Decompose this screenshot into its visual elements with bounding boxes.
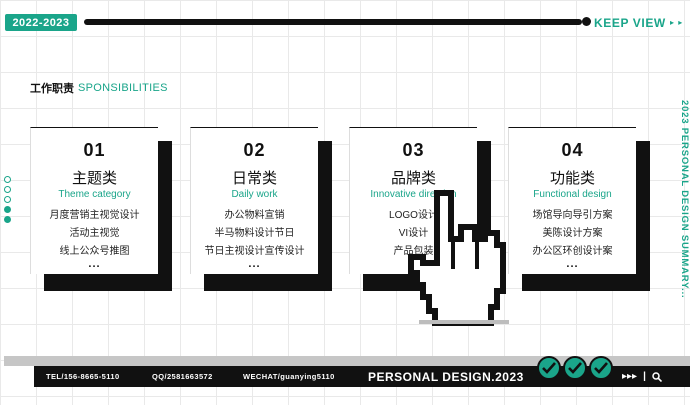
card-functional[interactable]: 04 功能类 Functional design 场馆导向导引方案 美陈设计方案…: [508, 127, 650, 291]
play-arrows-icon[interactable]: ▸▸▸: [622, 371, 638, 382]
card-theme[interactable]: 01 主题类 Theme category 月度营销主视觉设计 活动主视觉 线上…: [30, 127, 172, 291]
footer-qq: QQ/2581663572: [152, 372, 213, 381]
footer-tel: TEL/156-8665-5110: [46, 372, 120, 381]
card-title: 品牌类: [390, 170, 436, 187]
check-icon: [537, 356, 561, 380]
page-indicator: [4, 176, 11, 223]
card-daily[interactable]: 02 日常类 Daily work 办公物料宣销 半马物料设计节日 节日主视设计…: [190, 127, 332, 291]
card-line: VI设计: [398, 228, 429, 239]
hand-cursor-icon: [408, 190, 509, 326]
side-vertical-title: 2023 PERSONAL DESIGN SUMMARY...: [679, 100, 690, 299]
card-body: 01 主题类 Theme category 月度营销主视觉设计 活动主视觉 线上…: [30, 127, 158, 274]
card-line: LOGO设计: [389, 210, 438, 221]
card-more: ...: [566, 258, 579, 270]
year-badge: 2022-2023: [5, 14, 77, 31]
check-icon: [563, 356, 587, 380]
check-group: [537, 356, 613, 380]
card-line: 美陈设计方案: [542, 228, 603, 239]
card-number: 03: [402, 140, 425, 160]
page-dot[interactable]: [4, 176, 11, 183]
card-more: ...: [248, 258, 261, 270]
card-lines: 月度营销主视觉设计 活动主视觉 线上公众号推图 ...: [49, 206, 140, 270]
card-subtitle: Functional design: [533, 189, 612, 200]
card-subtitle: Daily work: [231, 189, 278, 200]
top-divider: [84, 19, 582, 25]
page-dot[interactable]: [4, 196, 11, 203]
card-line: 产品包装: [393, 246, 434, 257]
card-line: 月度营销主视觉设计: [49, 210, 140, 221]
card-lines: 场馆导向导引方案 美陈设计方案 办公区环创设计案 ...: [532, 206, 613, 270]
card-lines: LOGO设计 VI设计 产品包装: [389, 206, 438, 260]
check-icon: [589, 356, 613, 380]
top-divider-dot: [582, 17, 591, 26]
footer-gray-strip: [4, 356, 690, 366]
section-title: 工作职责 SPONSIBILITIES: [30, 80, 168, 96]
card-line: 线上公众号推图: [59, 246, 130, 257]
card-body: 02 日常类 Daily work 办公物料宣销 半马物料设计节日 节日主视设计…: [190, 127, 318, 274]
card-title: 主题类: [71, 170, 117, 187]
section-title-cn: 工作职责: [30, 83, 74, 95]
card-line: 节日主视设计宣传设计: [204, 246, 305, 257]
footer-wechat: WECHAT/guanying5110: [243, 372, 335, 381]
card-line: 活动主视觉: [69, 228, 120, 239]
card-subtitle: Innovative direction: [370, 189, 457, 200]
card-number: 02: [243, 140, 266, 160]
card-line: 办公物料宣销: [224, 210, 285, 221]
card-lines: 办公物料宣销 半马物料设计节日 节日主视设计宣传设计 ...: [204, 206, 305, 270]
footer-separator: |: [643, 371, 646, 382]
footer-brand: PERSONAL DESIGN.2023: [368, 369, 524, 384]
search-icon[interactable]: [652, 371, 662, 382]
card-number: 04: [561, 140, 584, 160]
forward-arrows-icon[interactable]: ▸ ▸: [670, 18, 684, 27]
card-line: 办公区环创设计案: [532, 246, 613, 257]
page-dot-active[interactable]: [4, 216, 11, 223]
card-line: 场馆导向导引方案: [532, 210, 613, 221]
card-body: 04 功能类 Functional design 场馆导向导引方案 美陈设计方案…: [508, 127, 636, 274]
page-dot[interactable]: [4, 186, 11, 193]
keep-view-link[interactable]: KEEP VIEW: [594, 15, 666, 30]
footer-bar: [34, 366, 690, 387]
page-dot-active[interactable]: [4, 206, 11, 213]
section-title-en: SPONSIBILITIES: [78, 82, 168, 94]
card-more: ...: [88, 258, 101, 270]
card-subtitle: Theme category: [58, 189, 131, 200]
card-title: 日常类: [231, 170, 277, 187]
card-title: 功能类: [549, 170, 595, 187]
card-number: 01: [83, 140, 106, 160]
card-line: 半马物料设计节日: [214, 228, 295, 239]
footer-controls: ▸▸▸ |: [622, 366, 662, 387]
